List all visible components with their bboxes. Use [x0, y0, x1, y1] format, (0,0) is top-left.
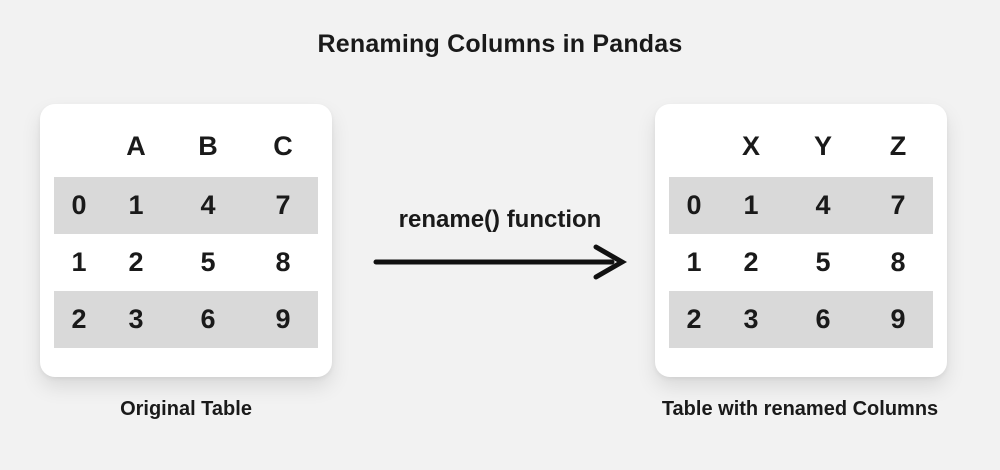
column-header-y: Y [813, 131, 832, 161]
table-cell: 1 [743, 190, 759, 220]
column-header-c: C [273, 131, 293, 161]
original-table-caption: Original Table [120, 398, 252, 420]
table-cell: 4 [815, 190, 831, 220]
table-cell: 9 [890, 304, 906, 334]
renamed-table: X Y Z 0 1 4 7 1 2 5 8 2 3 6 9 [669, 116, 933, 349]
transform-annotation: rename() function [350, 206, 650, 282]
table-cell: 2 [743, 247, 759, 277]
table-cell: 1 [128, 190, 144, 220]
column-header-x: X [741, 131, 760, 161]
table-cell: 7 [275, 190, 291, 220]
table-header-row: A B C [54, 116, 318, 177]
right-arrow-icon [373, 244, 628, 280]
column-header-z: Z [889, 131, 907, 161]
index-cell: 1 [686, 247, 702, 277]
column-header-a: A [126, 131, 146, 161]
table-cell: 3 [128, 304, 144, 334]
table-cell: 5 [200, 247, 216, 277]
table-row: 2 3 6 9 [54, 291, 318, 348]
renamed-table-caption: Table with renamed Columns [661, 398, 939, 420]
table-row: 0 1 4 7 [669, 177, 933, 234]
table-cell: 6 [815, 304, 831, 334]
renamed-table-card: X Y Z 0 1 4 7 1 2 5 8 2 3 6 9 [655, 104, 947, 377]
table-cell: 2 [128, 247, 144, 277]
table-row: 1 2 5 8 [669, 234, 933, 291]
original-table: A B C 0 1 4 7 1 2 5 8 2 3 6 9 [54, 116, 318, 349]
table-row: 0 1 4 7 [54, 177, 318, 234]
rename-function-label: rename() function [398, 206, 602, 233]
table-header-row: X Y Z [669, 116, 933, 177]
table-cell: 3 [743, 304, 759, 334]
table-cell: 8 [275, 247, 291, 277]
table-row: 2 3 6 9 [669, 291, 933, 348]
table-cell: 7 [890, 190, 906, 220]
table-cell: 6 [200, 304, 216, 334]
original-table-card: A B C 0 1 4 7 1 2 5 8 2 3 6 9 [40, 104, 332, 377]
index-cell: 0 [686, 190, 702, 220]
table-row: 1 2 5 8 [54, 234, 318, 291]
index-cell: 0 [71, 190, 87, 220]
table-cell: 4 [200, 190, 216, 220]
page-title: Renaming Columns in Pandas [317, 30, 683, 58]
table-cell: 5 [815, 247, 831, 277]
table-cell: 9 [275, 304, 291, 334]
table-cell: 8 [890, 247, 906, 277]
index-cell: 1 [71, 247, 87, 277]
column-header-b: B [198, 131, 218, 161]
index-cell: 2 [71, 304, 87, 334]
index-cell: 2 [686, 304, 702, 334]
